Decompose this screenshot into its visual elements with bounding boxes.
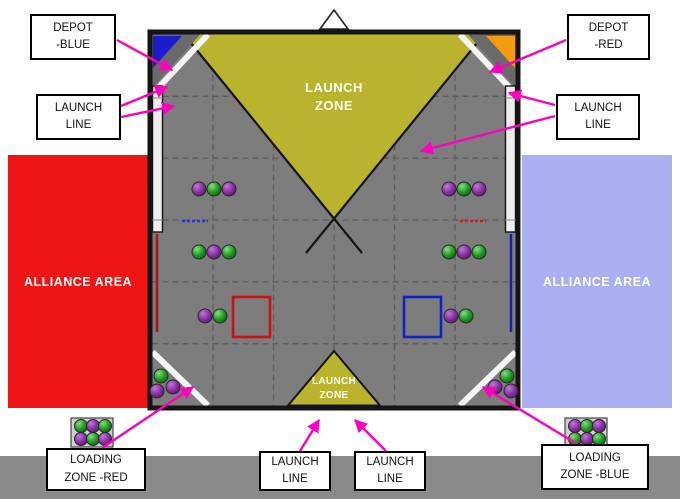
arrow-launch-line-right-2: [419, 114, 556, 155]
callout-launch-line-left: LAUNCH LINE: [36, 94, 121, 140]
callout-launch-line-bottom-left: LAUNCH LINE: [259, 451, 331, 491]
arrow-loading-zone-red: [101, 386, 195, 449]
purple-artifact-ball: [503, 383, 519, 399]
callout-loading-zone-blue-line2: ZONE -BLUE: [560, 469, 630, 481]
callout-launch-line-left-line1: LAUNCH: [54, 101, 103, 114]
corner-wall-top-right: [457, 32, 518, 97]
red-goal-square: [231, 295, 272, 339]
purple-artifact-ball: [568, 419, 582, 433]
green-artifact-ball: [212, 308, 228, 324]
left-wall-station-lines: [152, 97, 163, 221]
corner-wall-bottom-left: [150, 349, 211, 408]
callout-depot-red: DEPOT -RED: [567, 14, 650, 60]
callout-launch-line-bottom-left-line1: LAUNCH: [271, 455, 319, 468]
green-artifact-ball: [580, 419, 594, 433]
green-artifact-ball: [471, 244, 487, 260]
launch-zone-top: [184, 34, 484, 218]
green-artifact-ball: [191, 244, 207, 260]
launch-line-right-diagonal: [305, 33, 485, 254]
green-artifact-ball: [86, 432, 100, 446]
green-artifact-ball: [221, 244, 237, 260]
callout-depot-red-line2: -RED: [594, 39, 623, 51]
purple-artifact-ball: [149, 383, 165, 399]
arrow-launch-line-bottom-left: [298, 418, 321, 452]
purple-artifact-ball: [221, 181, 237, 197]
field-perimeter-wall: [147, 29, 521, 411]
purple-artifact-ball: [165, 379, 181, 395]
callout-loading-zone-blue: LOADING ZONE -BLUE: [541, 444, 649, 490]
callout-depot-red-line1: DEPOT: [588, 21, 629, 34]
top-center-triangle-marker: [318, 8, 350, 30]
green-artifact-ball: [153, 368, 169, 384]
purple-artifact-ball: [443, 308, 459, 324]
green-artifact-ball: [499, 368, 515, 384]
callout-depot-blue-line1: DEPOT: [53, 21, 93, 34]
callout-launch-line-right-line1: LAUNCH: [574, 101, 622, 114]
callout-loading-zone-red-line1: LOADING: [70, 454, 122, 467]
callout-loading-zone-red-line2: ZONE -RED: [64, 471, 128, 484]
callout-depot-blue: DEPOT -BLUE: [30, 14, 116, 60]
annotation-arrows: [101, 38, 578, 452]
green-artifact-ball: [98, 419, 112, 433]
blue-goal-square: [402, 295, 443, 339]
arrow-launch-line-left-1: [120, 85, 169, 108]
arrow-depot-red: [488, 38, 567, 74]
callout-launch-line-bottom-right: LAUNCH LINE: [354, 451, 426, 491]
purple-artifact-ball: [197, 308, 213, 324]
green-artifact-ball: [206, 181, 222, 197]
arrow-launch-line-bottom-right: [354, 419, 387, 452]
callout-depot-blue-line2: -BLUE: [56, 39, 90, 51]
purple-artifact-ball: [86, 419, 100, 433]
depot-red-triangle: [486, 36, 515, 68]
purple-artifact-ball: [206, 244, 222, 260]
callout-loading-zone-red: LOADING ZONE -RED: [46, 448, 146, 491]
red-alliance-area: [8, 155, 148, 408]
corner-wall-bottom-right: [457, 349, 518, 408]
green-artifact-ball: [441, 244, 457, 260]
green-artifact-ball: [458, 308, 474, 324]
callout-launch-line-left-line2: LINE: [65, 119, 92, 131]
green-artifact-ball: [74, 419, 88, 433]
green-artifact-ball: [456, 181, 472, 197]
artifact-balls: [74, 181, 606, 446]
purple-artifact-ball: [592, 419, 606, 433]
arrow-depot-blue: [116, 38, 174, 72]
arrow-launch-line-left-2: [120, 101, 176, 119]
blue-alliance-area: [522, 155, 672, 408]
arrow-launch-line-right-1: [507, 89, 556, 107]
purple-artifact-ball: [74, 432, 88, 446]
launch-line-left-diagonal: [183, 33, 363, 254]
purple-artifact-ball: [191, 181, 207, 197]
right-wall-station: [504, 85, 517, 233]
arrow-loading-zone-blue: [481, 385, 578, 446]
purple-artifact-ball: [456, 244, 472, 260]
purple-artifact-ball: [441, 181, 457, 197]
callout-loading-zone-blue-line1: LOADING: [569, 451, 621, 464]
callout-launch-line-bottom-left-line2: LINE: [282, 473, 308, 485]
purple-artifact-ball: [471, 181, 487, 197]
callout-launch-line-right-line2: LINE: [585, 119, 611, 131]
callout-launch-line-bottom-right-line2: LINE: [377, 473, 403, 485]
callout-launch-line-bottom-right-line1: LAUNCH: [366, 455, 414, 468]
callout-launch-line-right: LAUNCH LINE: [556, 94, 640, 140]
corner-wall-top-left: [150, 32, 211, 97]
